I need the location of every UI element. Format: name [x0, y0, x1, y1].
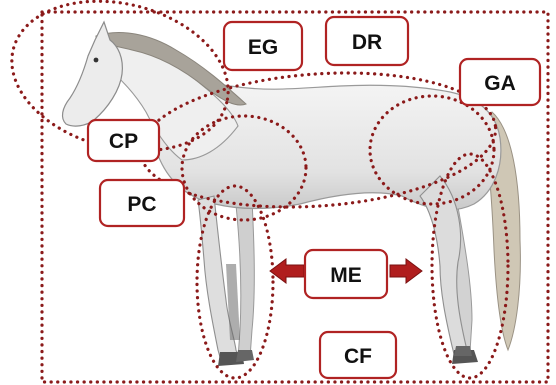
horse-hoof [236, 350, 254, 362]
horse-hoof [454, 346, 472, 356]
label-me-text: ME [330, 264, 362, 287]
label-eg: EG [224, 22, 302, 70]
label-cf: CF [320, 332, 396, 378]
label-ga: GA [460, 59, 540, 105]
label-pc-text: PC [127, 193, 156, 216]
label-dr: DR [326, 17, 408, 65]
arrow-left-icon [270, 259, 304, 283]
label-cp: CP [88, 120, 159, 161]
label-me: ME [305, 250, 387, 298]
label-ga-text: GA [484, 72, 516, 95]
label-eg-text: EG [248, 36, 278, 59]
label-cf-text: CF [344, 345, 372, 368]
label-cp-text: CP [109, 130, 138, 153]
arrow-right-icon [390, 259, 422, 283]
horse-eye [94, 58, 99, 63]
label-dr-text: DR [352, 31, 382, 54]
label-pc: PC [100, 180, 184, 226]
